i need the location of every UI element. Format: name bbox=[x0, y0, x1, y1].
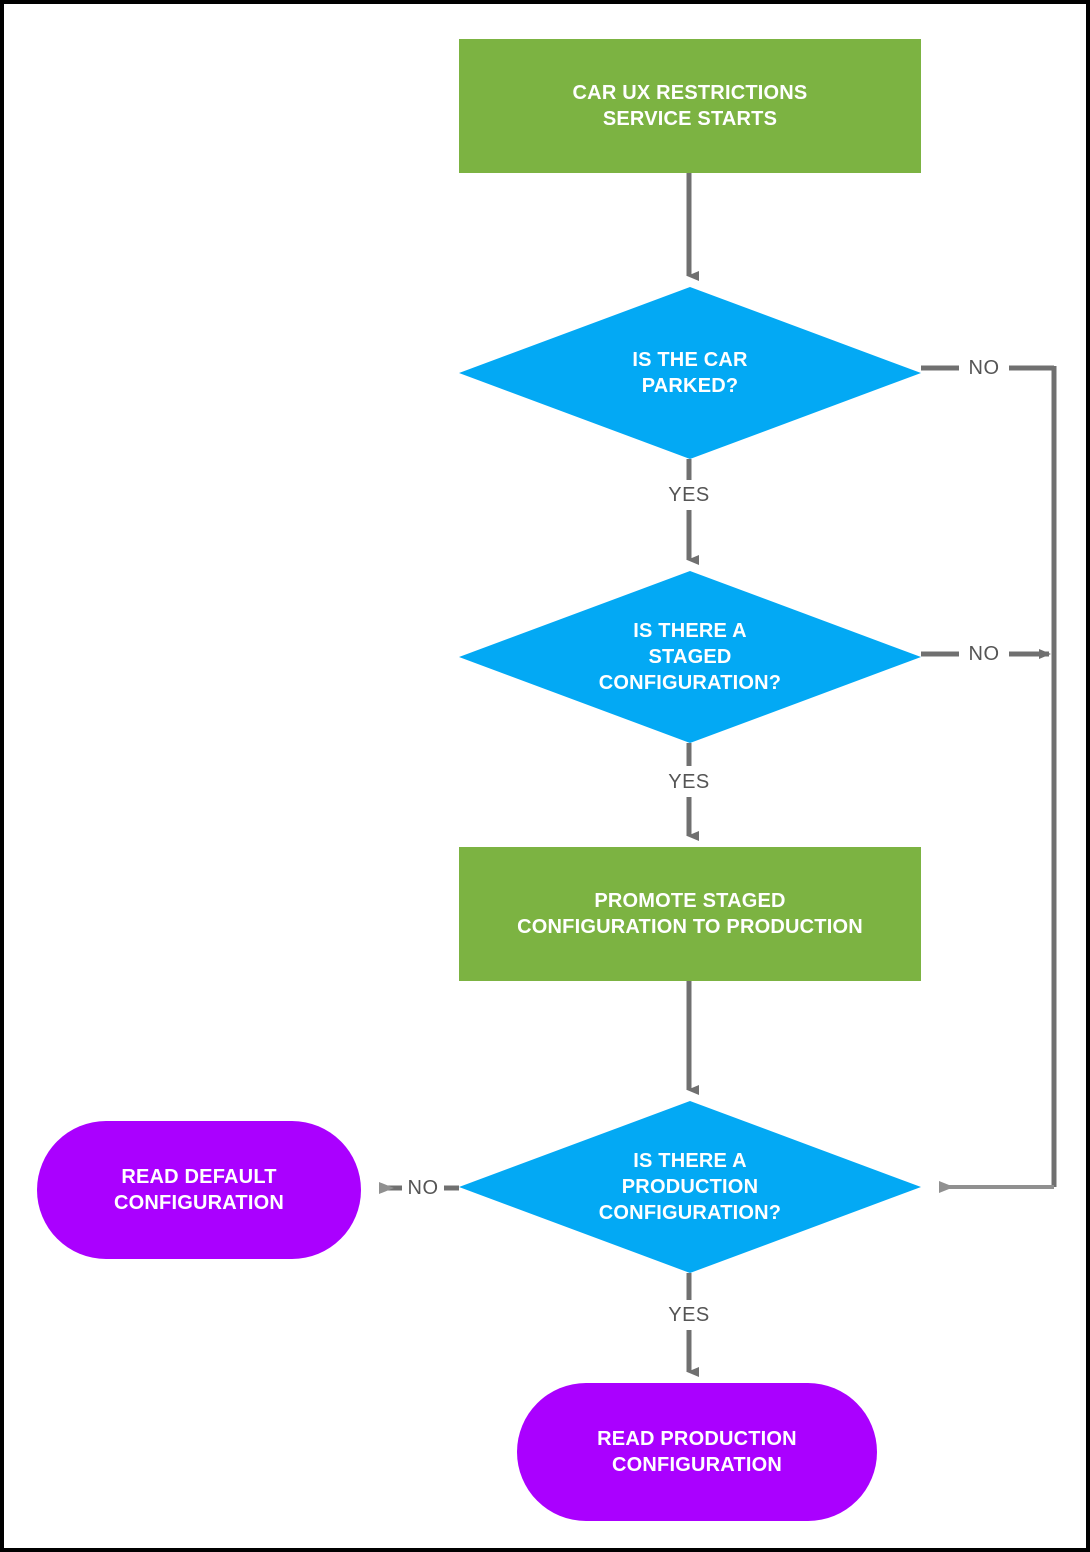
node-production-config[interactable]: IS THERE A PRODUCTION CONFIGURATION? bbox=[459, 1101, 921, 1273]
edge-label-production-config-no: NO bbox=[402, 1178, 444, 1198]
node-car-parked-label: IS THE CAR PARKED? bbox=[632, 349, 748, 397]
node-promote-staged[interactable]: PROMOTE STAGED CONFIGURATION TO PRODUCTI… bbox=[459, 847, 921, 981]
node-start-label: CAR UX RESTRICTIONS SERVICE STARTS bbox=[572, 82, 808, 130]
node-staged-config-label: IS THERE A STAGED CONFIGURATION? bbox=[598, 620, 782, 694]
node-read-production-label: READ PRODUCTION CONFIGURATION bbox=[597, 1428, 797, 1476]
node-read-production[interactable]: READ PRODUCTION CONFIGURATION bbox=[517, 1383, 877, 1521]
edge-label-staged-config-no: NO bbox=[963, 644, 1005, 664]
node-read-default-label: READ DEFAULT CONFIGURATION bbox=[114, 1166, 284, 1214]
edge-label-car-parked-yes: YES bbox=[663, 485, 715, 505]
diamond-shape-car-parked bbox=[459, 287, 921, 459]
node-start[interactable]: CAR UX RESTRICTIONS SERVICE STARTS bbox=[459, 39, 921, 173]
edge-label-car-parked-no: NO bbox=[963, 358, 1005, 378]
edge-label-production-config-yes: YES bbox=[663, 1305, 715, 1325]
node-production-config-label: IS THERE A PRODUCTION CONFIGURATION? bbox=[598, 1150, 782, 1224]
node-promote-staged-label: PROMOTE STAGED CONFIGURATION TO PRODUCTI… bbox=[517, 890, 863, 938]
node-staged-config[interactable]: IS THERE A STAGED CONFIGURATION? bbox=[459, 571, 921, 743]
connector-layer bbox=[379, 173, 1057, 1377]
node-car-parked[interactable]: IS THE CAR PARKED? bbox=[459, 287, 921, 459]
edge-label-staged-config-yes: YES bbox=[663, 772, 715, 792]
node-read-default[interactable]: READ DEFAULT CONFIGURATION bbox=[37, 1121, 361, 1259]
diamond-shape-staged-config bbox=[459, 571, 921, 743]
diamond-shape-production-config bbox=[459, 1101, 921, 1273]
